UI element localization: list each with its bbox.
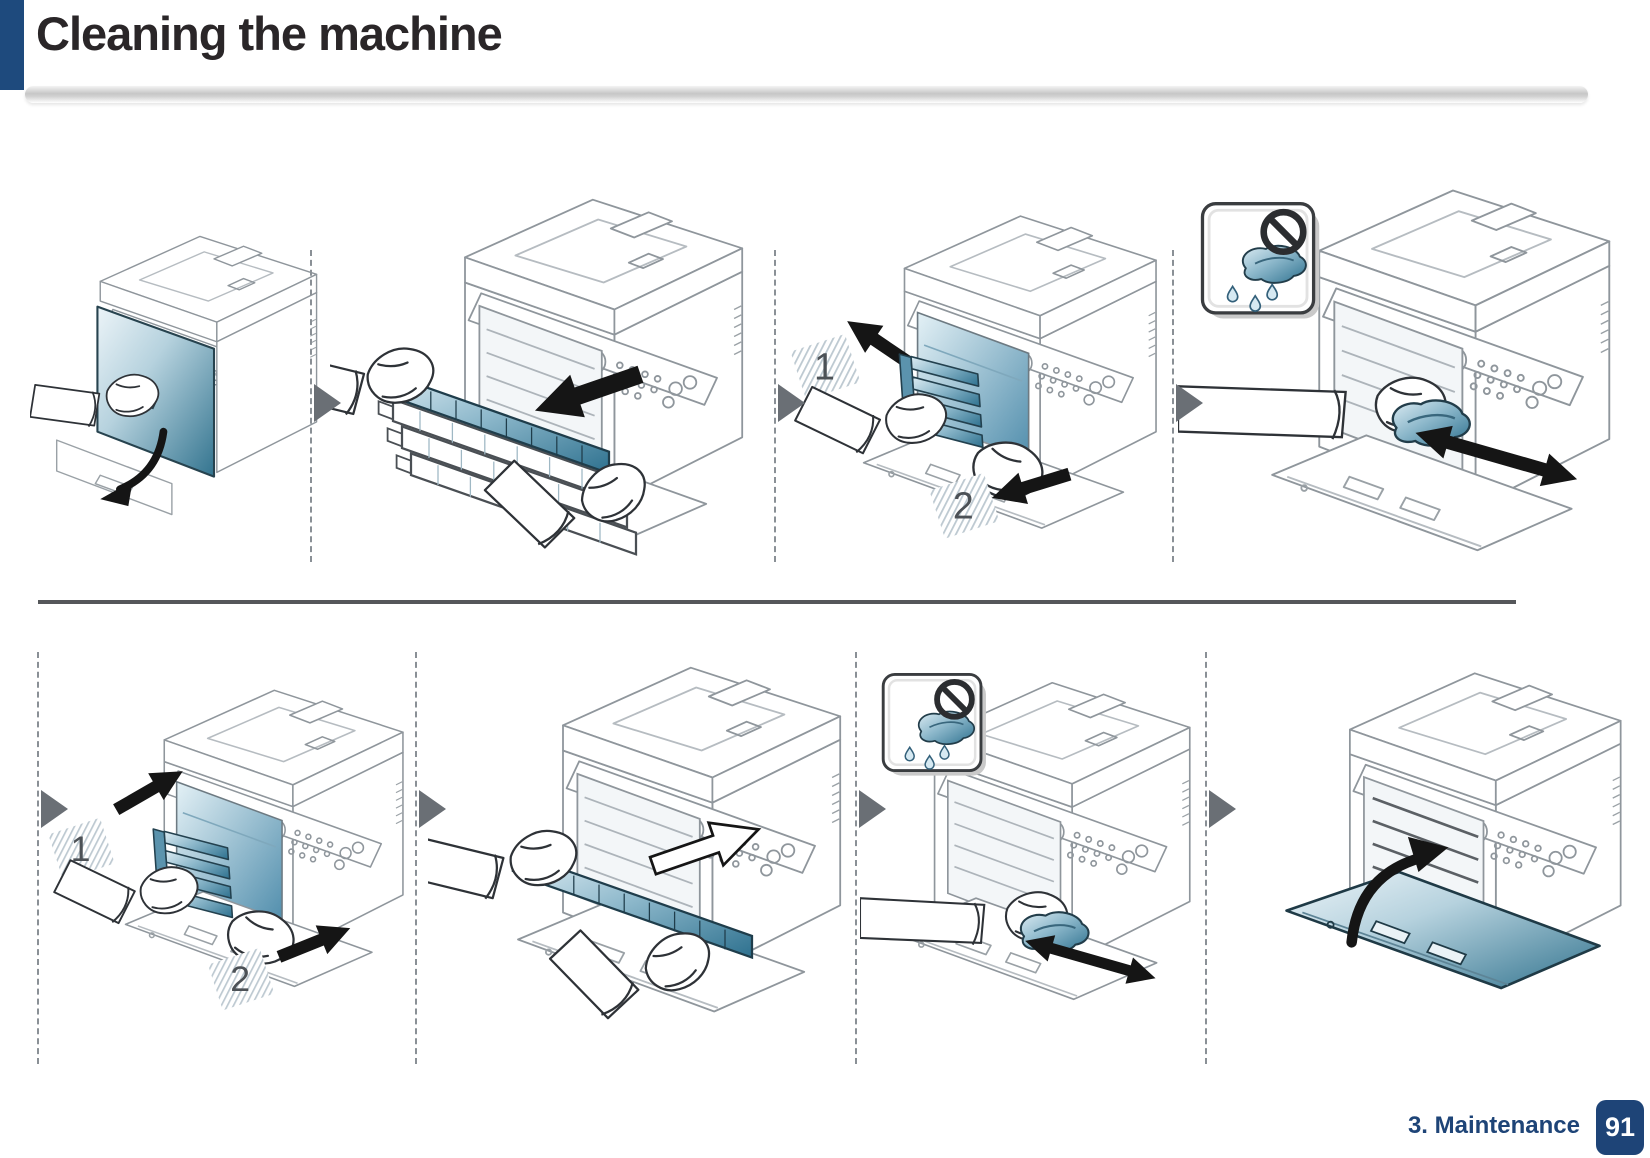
title-underline-band [25, 86, 1588, 103]
close-front-door-illustration [1285, 635, 1640, 990]
no-wet-cloth-icon [883, 674, 986, 775]
step-separator-dashed [310, 250, 312, 562]
reinsert-cleaning-illustration: 1 2 [48, 628, 420, 1011]
step-separator-dashed [855, 652, 857, 1064]
panel-advance-arrow-icon [41, 790, 68, 828]
panel-pull-out-toner-cartridges [330, 162, 762, 592]
open-front-door-illustration [30, 235, 318, 516]
hand-sleeve [428, 836, 506, 902]
footer-chapter: 3. Maintenance [1407, 1112, 1580, 1139]
hand-sleeve [860, 897, 986, 945]
curved-arrow-icon [1346, 836, 1449, 948]
hand-sleeve [30, 383, 101, 429]
panel-advance-arrow-icon [314, 384, 341, 422]
title-accent-bar [0, 0, 24, 90]
panel-advance-arrow-icon [859, 790, 886, 828]
page-number-badge: 91 [1596, 1100, 1644, 1155]
svg-text:1: 1 [71, 829, 91, 869]
curved-arrow-icon [100, 427, 168, 507]
step-label-2: 2 [207, 947, 275, 1011]
pull-out-cartridges-illustration [330, 162, 762, 556]
panel-wipe-interior-dry-cloth [1178, 158, 1630, 594]
hand-sleeve [1178, 385, 1347, 439]
svg-text:1: 1 [814, 345, 835, 387]
page-title: Cleaning the machine [36, 7, 503, 60]
no-wet-cloth-icon [1202, 204, 1319, 319]
insert-cartridge-illustration [428, 632, 860, 1024]
panel-close-front-door [1218, 635, 1640, 1058]
row-divider [38, 600, 1516, 604]
panel-insert-toner-cartridge [428, 632, 860, 1058]
step-separator-dashed [1172, 250, 1174, 562]
panel-reinsert-cleaning-steps: 1 2 [48, 628, 420, 1058]
step-label-1: 1 [790, 333, 861, 400]
step-separator-dashed [415, 652, 417, 1064]
page-number: 91 [1604, 1112, 1636, 1142]
step-separator-dashed [37, 652, 39, 1064]
panel-wipe-interior-dry-cloth [860, 628, 1208, 1064]
panel-clean-interior-steps: 1 2 [782, 162, 1174, 592]
svg-text:2: 2 [230, 959, 250, 999]
panel-open-front-door [30, 165, 325, 593]
step-separator-dashed [774, 250, 776, 562]
panel-advance-arrow-icon [419, 790, 446, 828]
panel-advance-arrow-icon [1209, 790, 1236, 828]
panel-advance-arrow-icon [1176, 384, 1203, 422]
clean-interior-illustration: 1 2 [790, 162, 1174, 539]
wipe-interior-illustration [860, 628, 1208, 1001]
wipe-interior-illustration [1178, 158, 1630, 552]
svg-text:2: 2 [953, 484, 974, 526]
panel-advance-arrow-icon [778, 384, 805, 422]
step-label-2: 2 [929, 472, 1000, 539]
step-label-1: 1 [48, 817, 115, 881]
step-separator-dashed [1205, 652, 1207, 1064]
